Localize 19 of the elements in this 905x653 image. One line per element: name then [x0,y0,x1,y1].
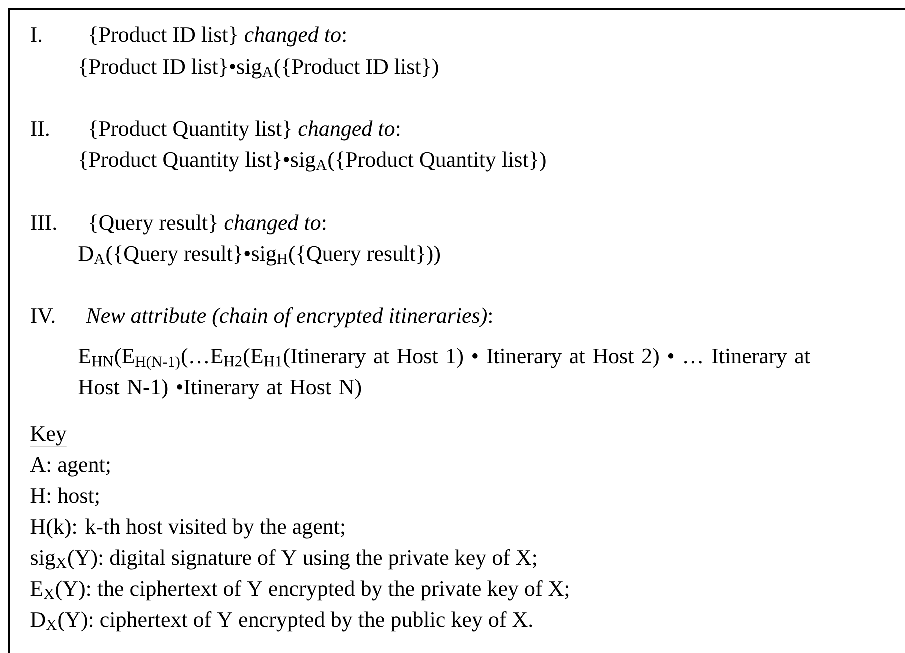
text-line: {Product Quantity list} changed to: [90,120,400,141]
item-number: II. [31,122,49,136]
text-line: {Query result} changed to: [90,214,326,235]
item-number: IV. [31,308,55,324]
text-line: {Product Quantity list}•sig$_{A}$({Product Quantity list}) [80,152,546,172]
text-line: sig$_{X}$(Y): digital signature of Y using the private key of X; [31,550,536,570]
text-line: D$_{A}$({Query result}•sig$_{H}$({Query result})) [78,246,440,266]
text-line: New attribute (chain of encrypted itineraries): [86,308,492,328]
text-line: A: agent; [30,457,110,477]
text-line: {Product ID list} changed to: [90,26,346,47]
item-number: III. [31,216,56,230]
text-line: H(k): k-th host visited by the agent; [30,518,344,539]
key-heading: Key [30,426,68,448]
text-line: D$_{X}$(Y): ciphertext of Y encrypted by the public key of X. [30,612,532,632]
text-line: E$_{X}$(Y): the ciphertext of Y encrypted by the private key of X; [30,580,569,601]
text-line: {Product ID list}•sig$_{A}$({Product ID list}) [80,58,438,79]
text-line: H: host; [30,488,99,506]
formula-text: E$_{HN}$(E$_{H(N-1)}$(…E$_{H2}$(E$_{H1}$(Itinerary at Host 1) • Itinerary at Host 2) • … Itinerary at Host N-1) •Itinerary at Host N) [78,348,810,400]
item-number: I. [31,28,42,42]
